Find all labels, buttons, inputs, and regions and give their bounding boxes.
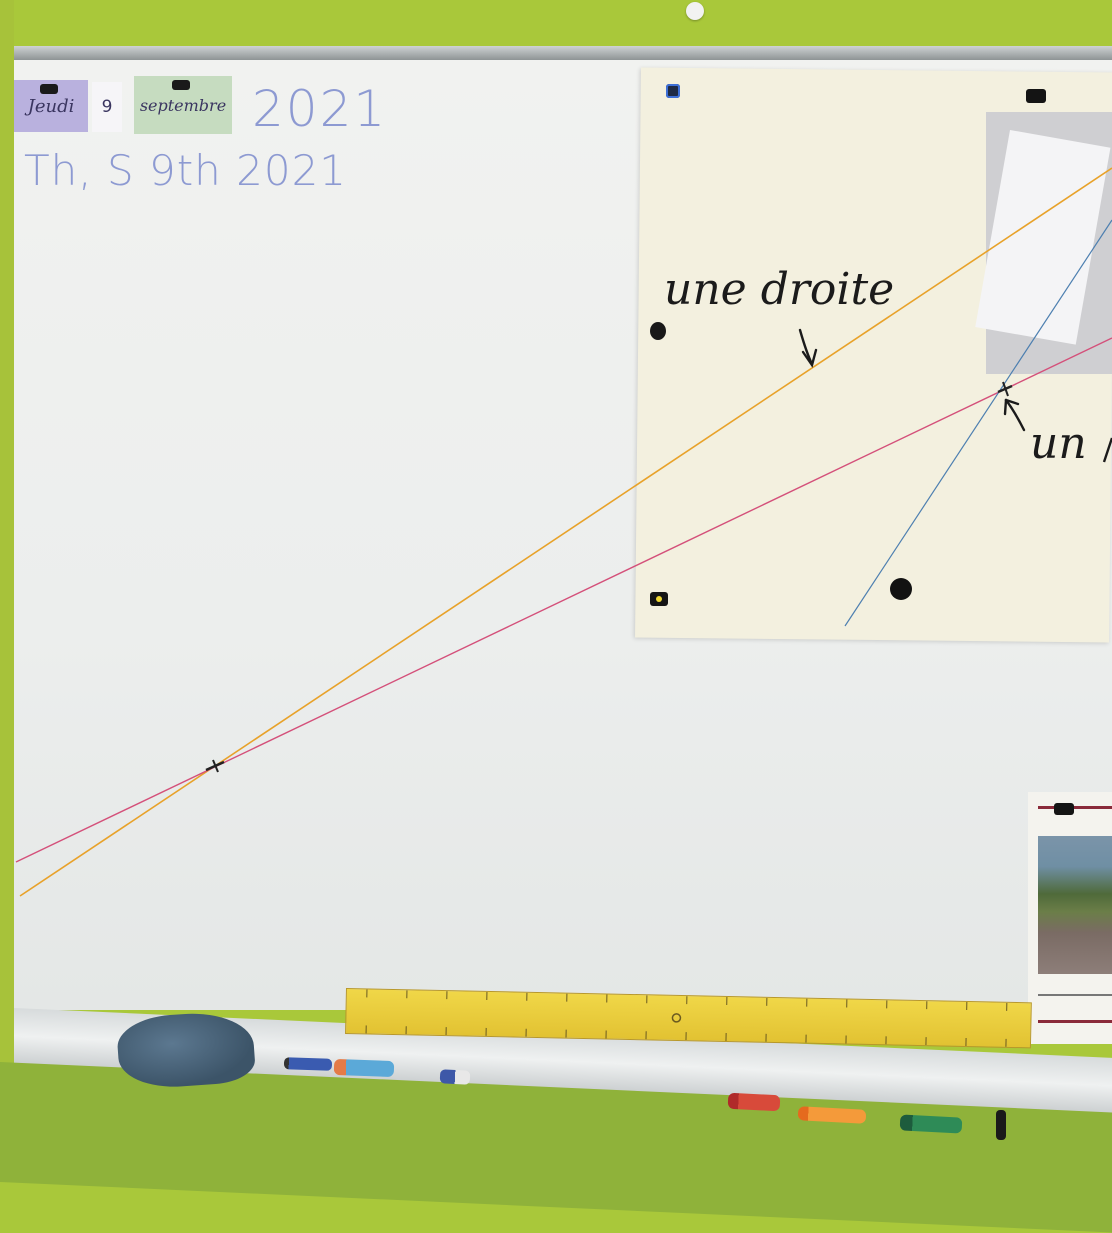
- magnet-black-3: [890, 578, 912, 600]
- magnet-black-2: [650, 322, 666, 340]
- marker-1: [284, 1057, 332, 1071]
- magnet-black-1: [1026, 89, 1046, 103]
- label-point-slash: [1104, 438, 1112, 462]
- arrow-up-left-icon: [1005, 400, 1024, 430]
- magnet-blue: [666, 84, 680, 98]
- english-date-handwritten: Th, S 9th 2021: [24, 146, 347, 195]
- orange-thread: [20, 168, 1112, 896]
- marker-3: [440, 1069, 471, 1085]
- label-line: une droite: [664, 264, 894, 315]
- marker-2: [334, 1059, 395, 1077]
- arrow-down-icon: [800, 330, 816, 365]
- label-point: un: [1030, 418, 1087, 469]
- day-number: 9: [102, 97, 113, 117]
- day-name: Jeudi: [28, 96, 75, 117]
- day-number-card: 9: [92, 82, 122, 132]
- card-magnet-1: [40, 84, 58, 94]
- classroom-whiteboard-photo: Jeudi 9 septembre 2021 Th, S 9th 2021 un…: [0, 0, 1112, 1182]
- year-handwritten: 2021: [252, 80, 387, 138]
- marker-6: [900, 1114, 963, 1133]
- intersection-mark-right: [998, 382, 1012, 396]
- magnet-black-4: [1054, 803, 1074, 815]
- month-name: septembre: [140, 96, 226, 115]
- card-magnet-2: [172, 80, 190, 90]
- marker-7: [996, 1110, 1006, 1140]
- magnet-yellow-dot: [656, 596, 662, 602]
- pink-thread: [16, 338, 1112, 862]
- marker-4: [728, 1093, 781, 1112]
